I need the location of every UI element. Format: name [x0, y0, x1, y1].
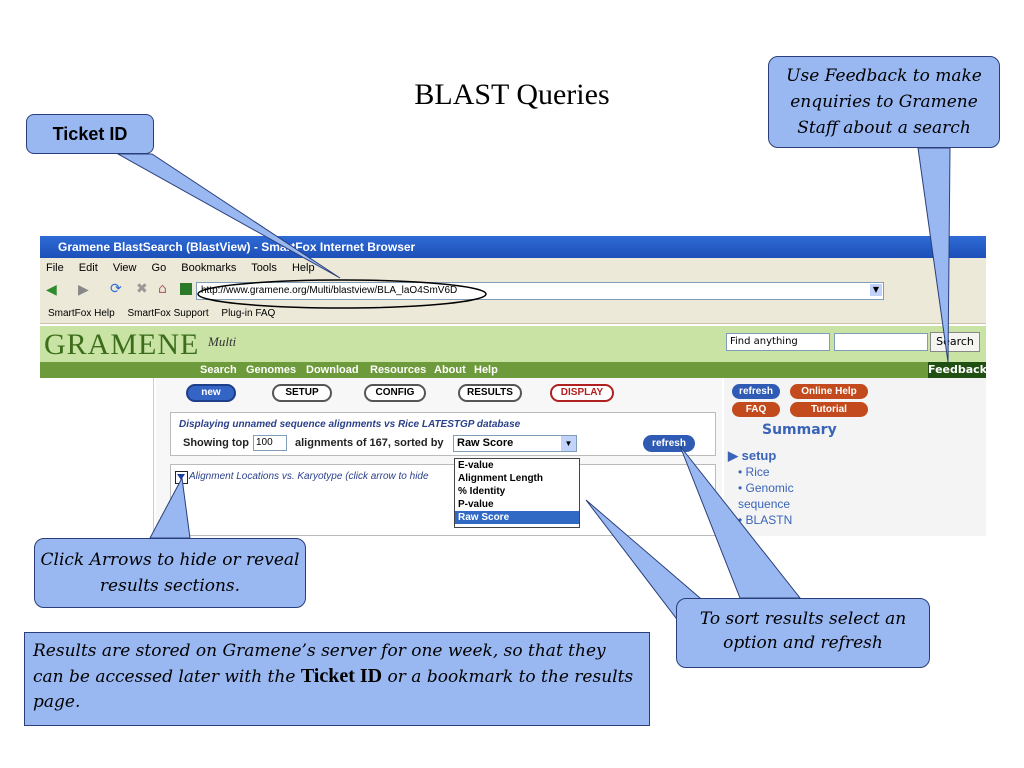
site-favicon — [180, 283, 192, 295]
nav-genomes[interactable]: Genomes — [246, 364, 297, 376]
stop-icon[interactable]: ✖ — [136, 281, 148, 297]
menu-help[interactable]: Help — [291, 262, 315, 274]
feedback-callout: Use Feedback to make enquiries to Gramen… — [768, 56, 1000, 148]
sort-pointer-refresh — [679, 445, 802, 599]
menu-file[interactable]: File — [46, 262, 64, 274]
address-dropdown-icon[interactable]: ▼ — [870, 284, 882, 296]
summary-item-label: Genomic sequence — [738, 481, 794, 511]
toggle-arrow-icon[interactable] — [175, 471, 188, 484]
bookmark-smartfox-support[interactable]: SmartFox Support — [127, 308, 209, 319]
feedback-pointer — [917, 147, 951, 363]
nav-resources[interactable]: Resources — [370, 364, 427, 376]
bookmarks-toolbar: SmartFox Help SmartFox Support Plug-in F… — [40, 304, 986, 324]
step-config[interactable]: CONFIG — [364, 384, 426, 402]
menu-tools[interactable]: Tools — [251, 262, 277, 274]
step-setup[interactable]: SETUP — [272, 384, 332, 402]
summary-heading: Summary — [762, 422, 837, 438]
sort-option-raw-score[interactable]: Raw Score — [455, 511, 579, 524]
nav-download[interactable]: Download — [306, 364, 359, 376]
step-display[interactable]: DISPLAY — [550, 384, 614, 402]
setup-label: setup — [741, 448, 777, 463]
sort-option-identity[interactable]: % Identity — [458, 486, 506, 497]
menu-bookmarks[interactable]: Bookmarks — [181, 262, 237, 274]
menu-edit[interactable]: Edit — [78, 262, 98, 274]
tutorial-button[interactable]: Tutorial — [790, 402, 868, 417]
side-refresh-button[interactable]: refresh — [732, 384, 780, 399]
online-help-button[interactable]: Online Help — [790, 384, 868, 399]
alignment-locations-panel: Alignment Locations vs. Karyotype (click… — [170, 464, 716, 536]
back-icon[interactable]: ◀ — [46, 282, 57, 298]
sort-dropdown: E-value Alignment Length % Identity P-va… — [454, 458, 580, 528]
find-select[interactable]: Find anything — [726, 333, 830, 351]
results-text-pre: Results are stored on Gramene’s server f… — [33, 641, 606, 687]
step-results[interactable]: RESULTS — [458, 384, 522, 402]
nav-help[interactable]: Help — [474, 364, 498, 376]
sort-selected: Raw Score — [457, 437, 514, 449]
top-count-input[interactable]: 100 — [253, 435, 287, 451]
feedback-link[interactable]: Feedback — [928, 362, 986, 378]
results-text-bold: Ticket ID — [300, 665, 383, 687]
menu-go[interactable]: Go — [151, 262, 167, 274]
sort-callout: To sort results select an option and ref… — [676, 598, 930, 668]
showing-top-label: Showing top — [183, 437, 249, 449]
right-pane: refresh Online Help FAQ Tutorial Summary… — [724, 378, 986, 536]
gramene-logo[interactable]: GRAMENE — [44, 328, 200, 361]
chevron-down-icon[interactable]: ▼ — [561, 436, 576, 451]
site-nav: Search Genomes Download Resources About … — [40, 362, 986, 378]
arrows-callout: Click Arrows to hide or reveal results s… — [34, 538, 306, 608]
nav-search[interactable]: Search — [200, 364, 237, 376]
address-bar[interactable]: http://www.gramene.org/Multi/blastview/B… — [196, 282, 884, 300]
reload-icon[interactable]: ⟳ — [110, 281, 122, 297]
ticket-pointer — [116, 153, 341, 279]
find-input[interactable] — [834, 333, 928, 351]
summary-item-blastn[interactable]: • BLASTN — [738, 513, 793, 527]
left-pane — [40, 378, 154, 536]
sort-option-evalue[interactable]: E-value — [458, 460, 494, 471]
menu-view[interactable]: View — [112, 262, 137, 274]
nav-about[interactable]: About — [434, 364, 466, 376]
forward-icon[interactable]: ▶ — [78, 282, 89, 298]
sort-option-pvalue[interactable]: P-value — [458, 499, 494, 510]
navigation-toolbar: ◀ ▶ ⟳ ✖ ⌂ http://www.gramene.org/Multi/b… — [40, 278, 986, 304]
browser-screenshot: Gramene BlastSearch (BlastView) - SmartF… — [40, 236, 986, 536]
url-highlight-ellipse — [197, 279, 487, 309]
results-callout: Results are stored on Gramene’s server f… — [24, 632, 650, 726]
bookmark-smartfox-help[interactable]: SmartFox Help — [48, 308, 115, 319]
step-new[interactable]: new — [186, 384, 236, 402]
summary-links: ▶ setup • Rice • Genomic sequence • BLAS… — [728, 448, 818, 528]
site-subtitle: Multi — [208, 334, 237, 349]
results-summary-panel: Displaying unnamed sequence alignments v… — [170, 412, 716, 456]
site-header: GRAMENE Multi Find anything Search — [40, 326, 986, 362]
summary-item-genomic-sequence[interactable]: • Genomic sequence — [738, 481, 794, 511]
alignment-locations-label: Alignment Locations vs. Karyotype (click… — [189, 471, 429, 482]
results-text-post: or a bookmark to the results page. — [33, 667, 634, 712]
slide-title: BLAST Queries — [414, 78, 610, 111]
bookmark-plugin-faq[interactable]: Plug-in FAQ — [221, 308, 276, 319]
setup-link[interactable]: ▶ setup — [728, 448, 777, 463]
sort-option-alignment-length[interactable]: Alignment Length — [458, 473, 543, 484]
display-line: Displaying unnamed sequence alignments v… — [179, 419, 521, 430]
alignments-text: alignments of 167, sorted by — [295, 437, 444, 449]
sort-select[interactable]: Raw Score ▼ — [453, 435, 577, 452]
summary-item-rice[interactable]: • Rice — [738, 465, 770, 479]
summary-item-label: BLASTN — [745, 513, 793, 527]
blast-content: new SETUP CONFIG RESULTS DISPLAY Display… — [156, 378, 722, 536]
menu-bar: File Edit View Go Bookmarks Tools Help — [40, 258, 986, 278]
home-icon[interactable]: ⌂ — [158, 281, 167, 297]
ticket-id-callout: Ticket ID — [26, 114, 154, 154]
faq-button[interactable]: FAQ — [732, 402, 780, 417]
arrows-pointer — [149, 476, 191, 539]
summary-item-label: Rice — [745, 465, 770, 479]
